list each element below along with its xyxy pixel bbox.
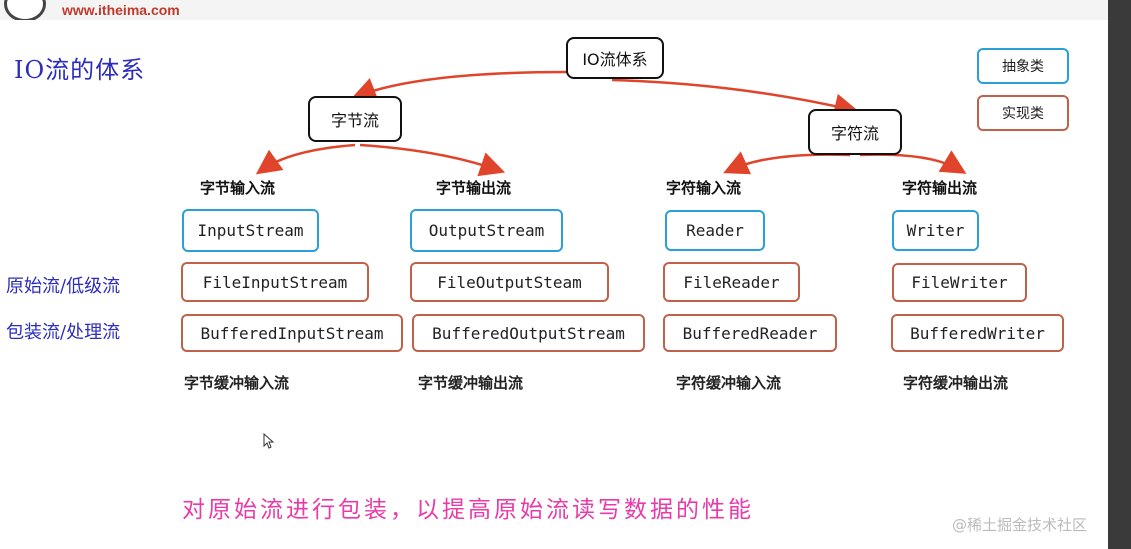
logo-icon xyxy=(4,0,46,20)
category-byte-output: 字节输出流 xyxy=(436,179,512,197)
caption-byte-buffered-input: 字节缓冲输入流 xyxy=(184,374,290,392)
mouse-cursor-icon xyxy=(263,433,275,449)
caption-char-buffered-output: 字符缓冲输出流 xyxy=(903,374,1009,392)
category-char-output: 字符输出流 xyxy=(902,179,978,197)
arrow-root-to-byte xyxy=(351,70,569,102)
arrow-char-to-input xyxy=(723,151,851,175)
caption-char-buffered-input: 字符缓冲输入流 xyxy=(676,374,782,392)
byte-stream-node: 字节流 xyxy=(308,96,402,142)
watermark: @稀土掘金技术社区 xyxy=(952,516,1088,534)
class-reader: Reader xyxy=(665,210,765,251)
arrow-byte-to-output xyxy=(359,143,506,177)
class-bufferedwriter: BufferedWriter xyxy=(891,314,1064,352)
arrow-root-to-char xyxy=(611,78,860,119)
arrow-byte-to-input xyxy=(255,143,356,175)
class-bufferedoutputstream: BufferedOutputStream xyxy=(412,314,645,352)
top-banner: www.itheima.com xyxy=(0,0,1131,20)
class-fileoutputsteam: FileOutputSteam xyxy=(410,262,609,302)
legend-implementation-class: 实现类 xyxy=(977,95,1069,131)
class-bufferedinputstream: BufferedInputStream xyxy=(181,314,403,352)
category-char-input: 字符输入流 xyxy=(666,179,742,197)
char-stream-node: 字符流 xyxy=(808,109,902,155)
handwritten-raw-stream-note: 原始流/低级流 xyxy=(6,276,121,297)
legend-abstract-class: 抽象类 xyxy=(977,48,1069,84)
class-filewriter: FileWriter xyxy=(892,263,1027,302)
arrow-char-to-output xyxy=(859,150,967,174)
right-edge-bar xyxy=(1108,0,1131,549)
handwritten-bottom-note: 对原始流进行包装，以提高原始流读写数据的性能 xyxy=(182,497,754,523)
class-inputstream: InputStream xyxy=(182,209,319,252)
category-byte-input: 字节输入流 xyxy=(200,179,276,197)
handwritten-wrapper-stream-note: 包装流/处理流 xyxy=(6,322,121,343)
io-root-node: IO流体系 xyxy=(566,37,664,79)
class-bufferedreader: BufferedReader xyxy=(663,314,837,352)
class-fileinputstream: FileInputStream xyxy=(181,262,369,302)
class-filereader: FileReader xyxy=(663,262,800,302)
site-url: www.itheima.com xyxy=(62,2,180,18)
class-outputstream: OutputStream xyxy=(410,209,563,252)
class-writer: Writer xyxy=(892,210,979,251)
caption-byte-buffered-output: 字节缓冲输出流 xyxy=(418,374,524,392)
handwritten-title: IO流的体系 xyxy=(14,56,146,84)
